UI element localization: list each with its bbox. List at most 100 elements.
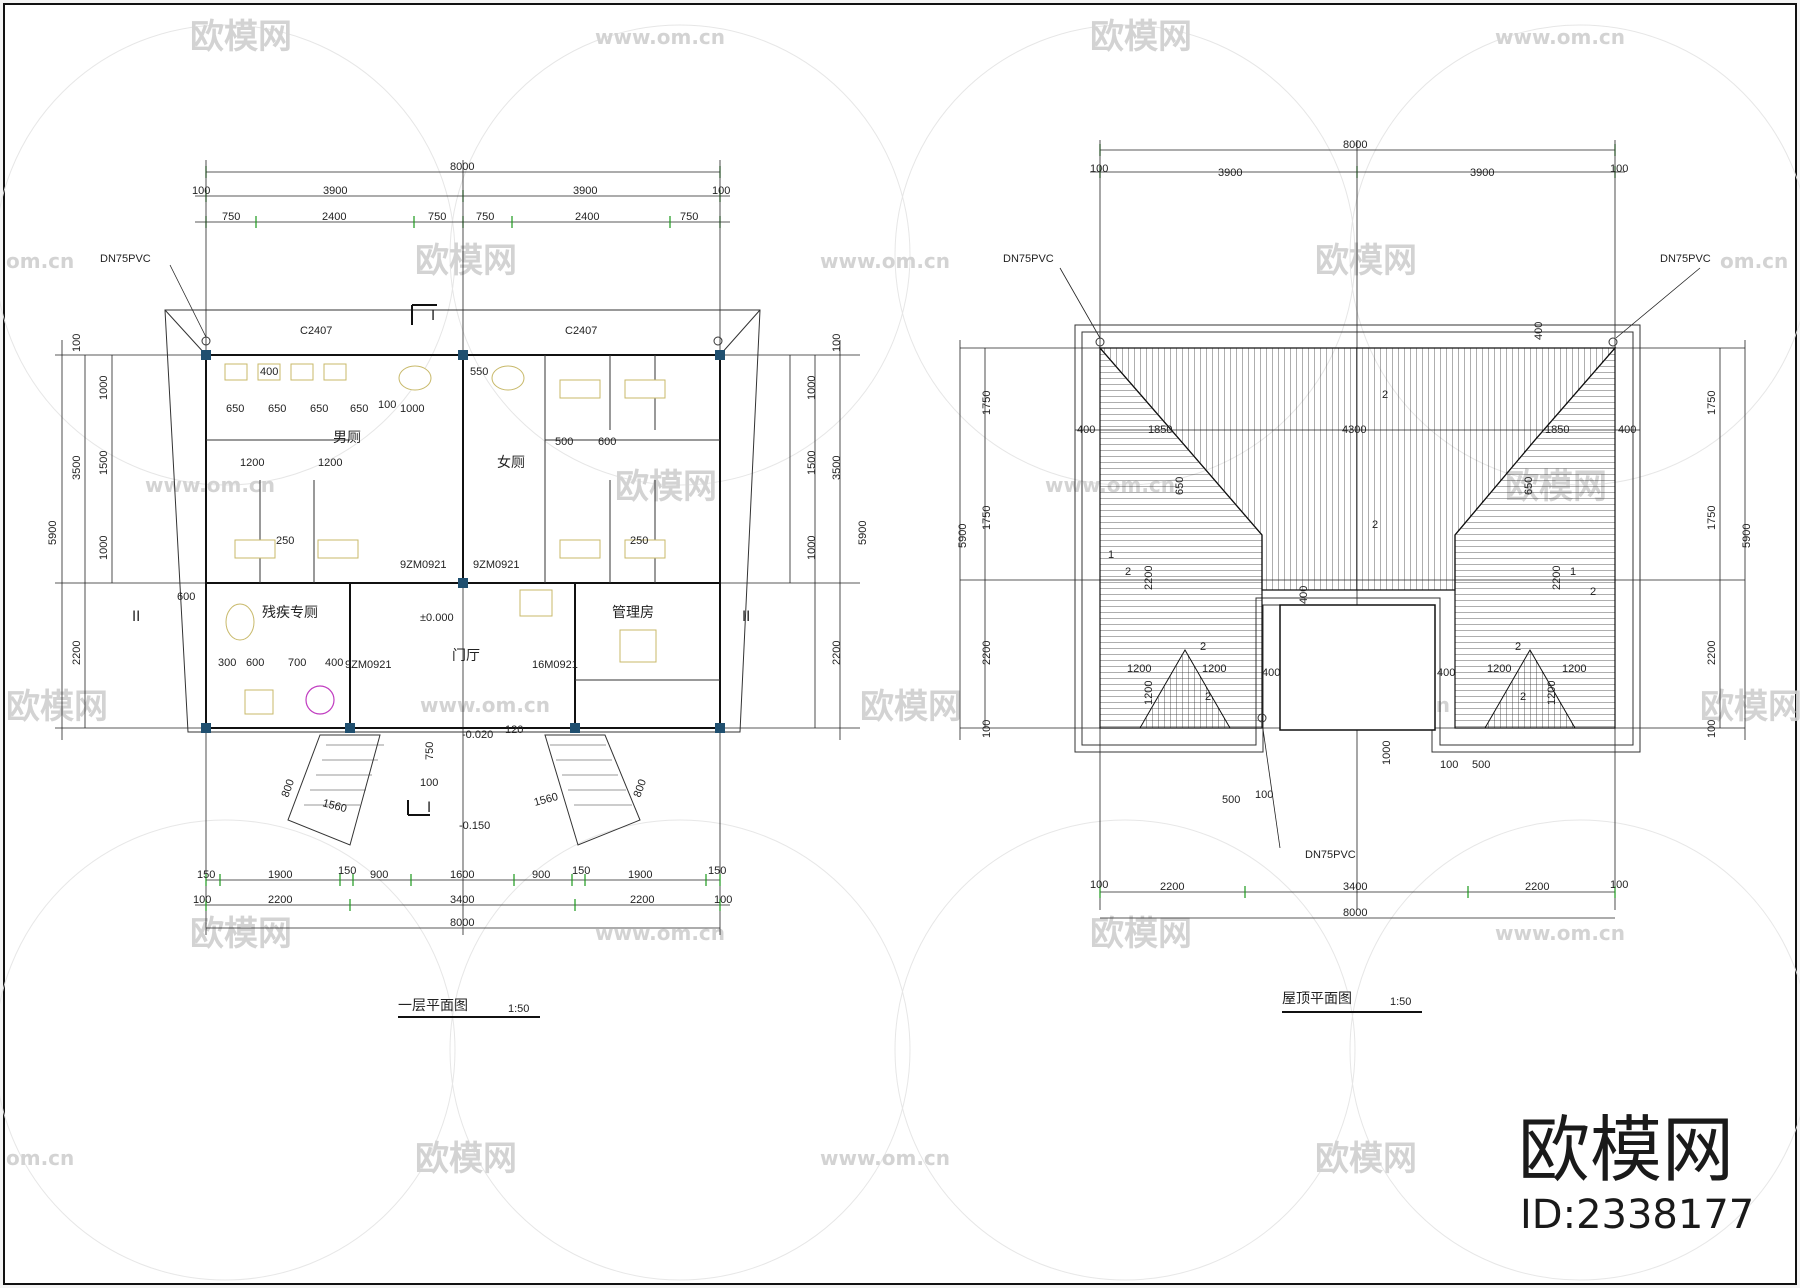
- flat-roof-area: [1279, 604, 1436, 731]
- svg-text:100: 100: [193, 894, 211, 906]
- svg-text:1: 1: [1108, 549, 1114, 561]
- watermark-brand: 欧模网: [415, 1139, 517, 1179]
- svg-text:100: 100: [1610, 879, 1628, 891]
- svg-text:1750: 1750: [1706, 391, 1718, 415]
- svg-text:100: 100: [1255, 789, 1273, 801]
- stamp-id: ID:2338177: [1520, 1192, 1754, 1238]
- svg-text:700: 700: [288, 657, 306, 669]
- watermark-brand: 欧模网: [1315, 241, 1417, 281]
- svg-text:2: 2: [1382, 389, 1388, 401]
- svg-text:300: 300: [218, 657, 236, 669]
- door-label: 16M0921: [532, 659, 578, 671]
- section-mark: II: [132, 609, 140, 625]
- svg-text:100: 100: [1610, 163, 1628, 175]
- svg-text:100: 100: [1090, 163, 1108, 175]
- watermark-brand: 欧模网: [1700, 687, 1800, 727]
- svg-text:3900: 3900: [1470, 167, 1494, 179]
- dim-left-inner: 1500: [98, 451, 110, 475]
- brand-stamp: 欧模网 ID:2338177: [1518, 1108, 1754, 1238]
- watermark-brand: 欧模网: [1090, 914, 1192, 954]
- svg-text:2: 2: [1520, 691, 1526, 703]
- svg-text:1850: 1850: [1545, 424, 1569, 436]
- svg-text:2: 2: [1515, 641, 1521, 653]
- svg-text:500: 500: [555, 436, 573, 448]
- dim-right-edge: 100: [831, 334, 843, 352]
- roof-right-slope: [1454, 346, 1616, 729]
- svg-text:650: 650: [1174, 477, 1186, 495]
- roof-internal-dimensions: 400 400 650 650 2200 2200 1200 1200 1200…: [1127, 322, 1586, 806]
- svg-text:1200: 1200: [1127, 663, 1151, 675]
- dim-half-left: 3900: [323, 185, 347, 197]
- svg-text:5900: 5900: [957, 524, 969, 548]
- dim-right-inner: 1000: [806, 376, 818, 400]
- dim-edge: 100: [712, 185, 730, 197]
- dim-half-right: 3900: [573, 185, 597, 197]
- svg-text:1200: 1200: [1487, 663, 1511, 675]
- pipe-label: DN75PVC: [1660, 253, 1711, 265]
- svg-text:1: 1: [1570, 566, 1576, 578]
- svg-text:1000: 1000: [1381, 741, 1393, 765]
- svg-text:750: 750: [424, 742, 436, 760]
- plan-scale: 1:50: [1390, 996, 1411, 1008]
- svg-text:1200: 1200: [240, 457, 264, 469]
- svg-text:100: 100: [714, 894, 732, 906]
- svg-text:400: 400: [260, 366, 278, 378]
- dim-seg: 2400: [322, 211, 346, 223]
- window-label: C2407: [300, 325, 332, 337]
- svg-text:3400: 3400: [450, 894, 474, 906]
- svg-text:2200: 2200: [1706, 641, 1718, 665]
- watermark-brand: 欧模网: [860, 687, 962, 727]
- dim-right-inner: 1500: [806, 451, 818, 475]
- watermark-site: www.om.cn: [1495, 25, 1625, 49]
- svg-text:3400: 3400: [1343, 881, 1367, 893]
- watermark-brand: 欧模网: [190, 17, 292, 57]
- svg-text:650: 650: [268, 403, 286, 415]
- svg-text:1200: 1200: [1143, 681, 1155, 705]
- room-male-toilet: 男厕: [333, 430, 361, 446]
- right-dimensions: 5900 3500 2200 100 1000 1500 1000: [789, 334, 869, 740]
- svg-text:650: 650: [350, 403, 368, 415]
- section-mark: II: [742, 609, 750, 625]
- dim-seg: 750: [428, 211, 446, 223]
- watermark-site-partial: om.cn: [6, 1146, 74, 1170]
- pipe-label: DN75PVC: [100, 253, 151, 265]
- plan-title: 一层平面图: [398, 998, 468, 1014]
- svg-text:2: 2: [1372, 519, 1378, 531]
- svg-text:2200: 2200: [981, 641, 993, 665]
- svg-text:900: 900: [532, 869, 550, 881]
- watermark-site: www.om.cn: [595, 25, 725, 49]
- watermark-site: www.om.cn: [595, 921, 725, 945]
- door-label: 9ZM0921: [345, 659, 391, 671]
- watermark-site: www.om.cn: [1495, 921, 1625, 945]
- dim-seg: 750: [476, 211, 494, 223]
- svg-text:500: 500: [1222, 794, 1240, 806]
- entrance-ramps: [287, 734, 641, 846]
- svg-text:1850: 1850: [1148, 424, 1172, 436]
- svg-text:1750: 1750: [981, 391, 993, 415]
- pipe-label: DN75PVC: [1305, 849, 1356, 861]
- svg-text:2200: 2200: [268, 894, 292, 906]
- watermark-brand: 欧模网: [1090, 17, 1192, 57]
- dim-overall-top: 8000: [450, 161, 474, 173]
- dim-overall-bottom: 8000: [450, 917, 474, 929]
- plan-title: 屋顶平面图: [1282, 991, 1352, 1007]
- svg-text:400: 400: [1533, 322, 1545, 340]
- svg-text:400: 400: [1077, 424, 1095, 436]
- dim-overall-bottom: 8000: [1343, 907, 1367, 919]
- section-mark: I: [427, 800, 431, 816]
- left-dimensions: 5900 3500 2200 100 1000 1500 1000: [47, 334, 113, 740]
- svg-text:2: 2: [1200, 641, 1206, 653]
- room-manager: 管理房: [612, 605, 654, 621]
- door-label: 9ZM0921: [400, 559, 446, 571]
- ground-floor-plan: 8000 3900 3900 100 100 750 2400 750 750 …: [47, 160, 869, 1018]
- dim-left-inner: 1000: [98, 376, 110, 400]
- svg-text:1200: 1200: [1546, 681, 1558, 705]
- svg-text:100: 100: [981, 720, 993, 738]
- svg-text:2: 2: [1125, 566, 1131, 578]
- svg-text:5900: 5900: [1741, 524, 1753, 548]
- watermark-layer: 欧模网 欧模网 www.om.cn www.om.cn 欧模网 欧模网 www.…: [0, 17, 1800, 1281]
- window-label: C2407: [565, 325, 597, 337]
- roof-dormer: [1139, 648, 1231, 729]
- svg-text:600: 600: [177, 591, 195, 603]
